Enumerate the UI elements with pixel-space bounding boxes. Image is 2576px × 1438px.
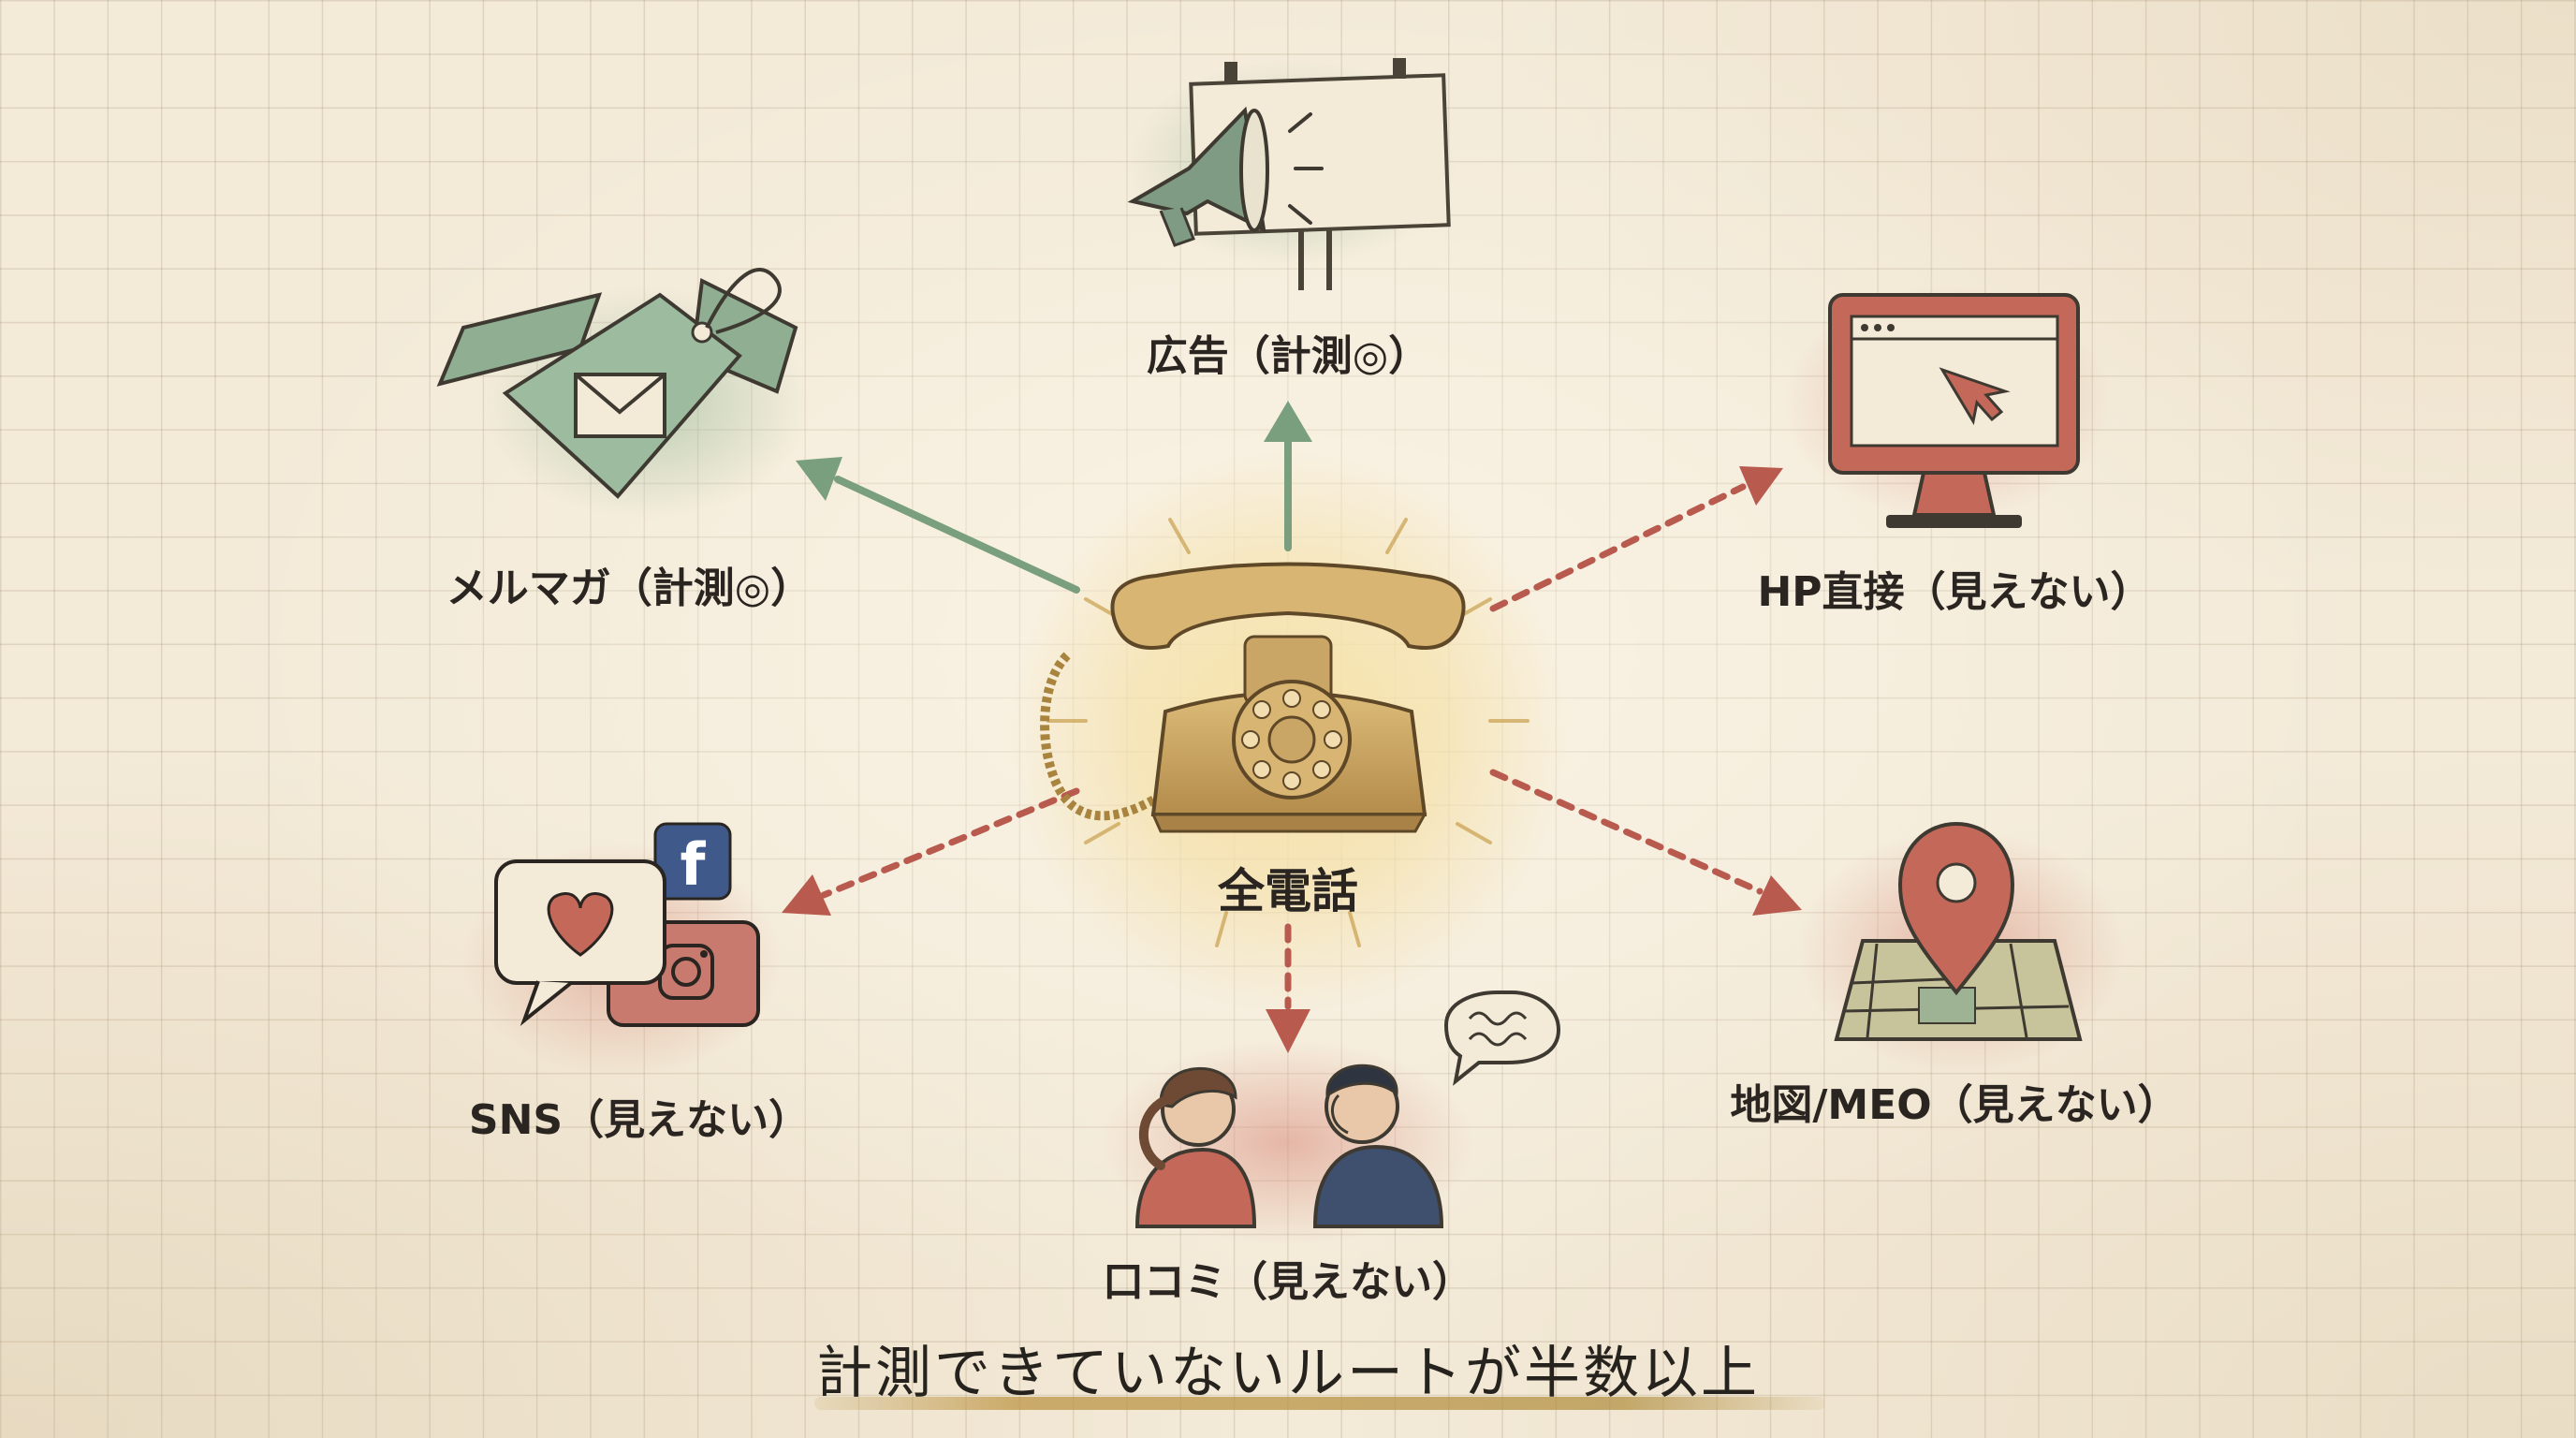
arrow-to-ad <box>1264 401 1312 551</box>
arrowhead-map <box>1752 875 1802 916</box>
arrowhead-sns <box>782 874 831 916</box>
node-label-map: 地図/MEO（見えない） <box>1730 1081 2179 1129</box>
rotary-phone-icon <box>1040 562 1466 833</box>
caption: 計測できていないルートが半数以上 <box>816 1341 1760 1406</box>
svg-text:f: f <box>681 830 707 899</box>
center-label: 全電話 <box>1218 864 1358 918</box>
map-pin-icon <box>1797 821 2125 1072</box>
node-label-sns: SNS（見えない） <box>468 1096 811 1144</box>
whispering-people-icon <box>1100 990 1561 1245</box>
arrow-to-map <box>1489 769 1764 895</box>
arrowhead-wom <box>1266 1009 1310 1053</box>
megaphone-billboard-icon <box>1127 58 1456 290</box>
mail-tag-icon <box>436 268 810 520</box>
arrow-to-hp <box>1489 483 1747 612</box>
node-label-mail: メルマガ（計測◎） <box>446 565 812 612</box>
arrow-to-mail <box>796 457 1080 594</box>
node-label-hp: HP直接（見えない） <box>1757 568 2152 616</box>
node-label-ad: 広告（計測◎） <box>1146 332 1430 380</box>
monitor-cursor-icon <box>1783 286 2111 528</box>
arrowhead-hp <box>1739 466 1783 506</box>
social-chat-icon: f <box>463 822 782 1077</box>
node-label-wom: 口コミ（見えない） <box>1103 1258 1473 1306</box>
caption-underline <box>814 1397 1825 1410</box>
arrow-to-sns <box>820 787 1080 899</box>
